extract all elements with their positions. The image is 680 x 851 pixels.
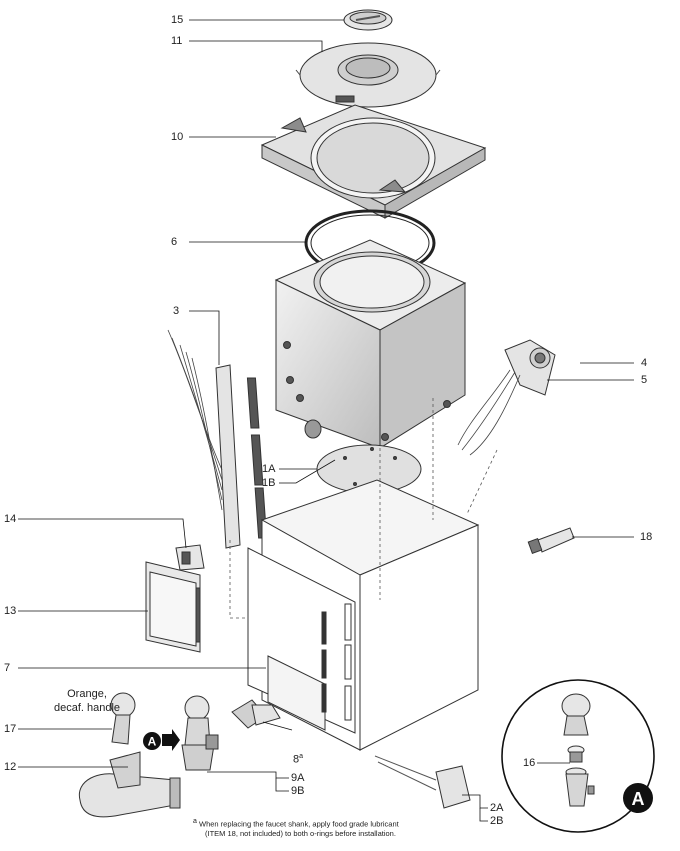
wiring-harness-left (167, 329, 223, 511)
part-11-lid (295, 42, 441, 108)
label-17: 17 (4, 723, 17, 735)
label-6: 6 (171, 236, 178, 248)
label-8-superscript: a (299, 753, 304, 760)
wiring-harness-right (457, 369, 521, 456)
label-18: 18 (640, 531, 653, 543)
label-2b: 2B (490, 815, 504, 827)
part-4-5-thermostat (504, 339, 556, 396)
label-8-number: 8 (293, 753, 300, 766)
callout-a-left-text: A (148, 735, 157, 749)
leader-lines (18, 19, 634, 822)
part-15-lid-knob (343, 9, 393, 31)
footnote-marker: a (193, 818, 197, 825)
label-16: 16 (523, 757, 536, 769)
label-1b: 1B (262, 477, 276, 489)
part-7-side-panel (247, 547, 356, 734)
part-14-clip (175, 544, 205, 571)
assembly-guide-lines (229, 398, 498, 619)
callout-a-badge-right: A (623, 783, 653, 813)
part-2-switch (374, 755, 471, 809)
label-3: 3 (173, 305, 180, 317)
faucet-assembly (181, 695, 281, 771)
label-12: 12 (4, 761, 17, 773)
part-13-label-holder (145, 561, 201, 653)
decaf-handle-note-line1: Orange, (67, 688, 107, 700)
callout-a-right-text: A (632, 789, 645, 809)
footnote-line2-wrap: (ITEM 18, not included) to both o-rings … (205, 829, 396, 838)
label-13: 13 (4, 605, 17, 617)
label-9b: 9B (291, 785, 305, 797)
label-5: 5 (641, 374, 648, 386)
callout-a-badge-left: A (143, 732, 161, 750)
part-17-decaf-handle (110, 692, 136, 745)
part-12-drip-tray (78, 751, 181, 818)
footnote: a When replacing the faucet shank, apply… (193, 817, 399, 829)
detail-a-inset (501, 679, 655, 833)
part-3-sight-gauge (215, 364, 268, 549)
label-1a: 1A (262, 463, 276, 475)
label-4: 4 (641, 357, 648, 369)
tank-liner (274, 239, 467, 449)
footnote-line2: (ITEM 18, not included) to both o-rings … (205, 829, 396, 838)
decaf-handle-note: Orange, decaf. handle (42, 687, 132, 715)
label-2a: 2A (490, 802, 504, 814)
part-18-lubricant-tube (527, 527, 575, 554)
decaf-handle-note-line2: decaf. handle (53, 702, 121, 714)
label-15: 15 (171, 14, 184, 26)
label-11: 11 (171, 35, 183, 47)
label-9a: 9A (291, 772, 305, 784)
callout-arrow (162, 729, 180, 751)
footnote-line1: When replacing the faucet shank, apply f… (199, 819, 399, 829)
part-10-top-frame (260, 104, 487, 219)
label-14: 14 (4, 513, 17, 525)
label-8: 8a (293, 751, 303, 766)
label-7: 7 (4, 662, 11, 674)
label-10: 10 (171, 131, 184, 143)
